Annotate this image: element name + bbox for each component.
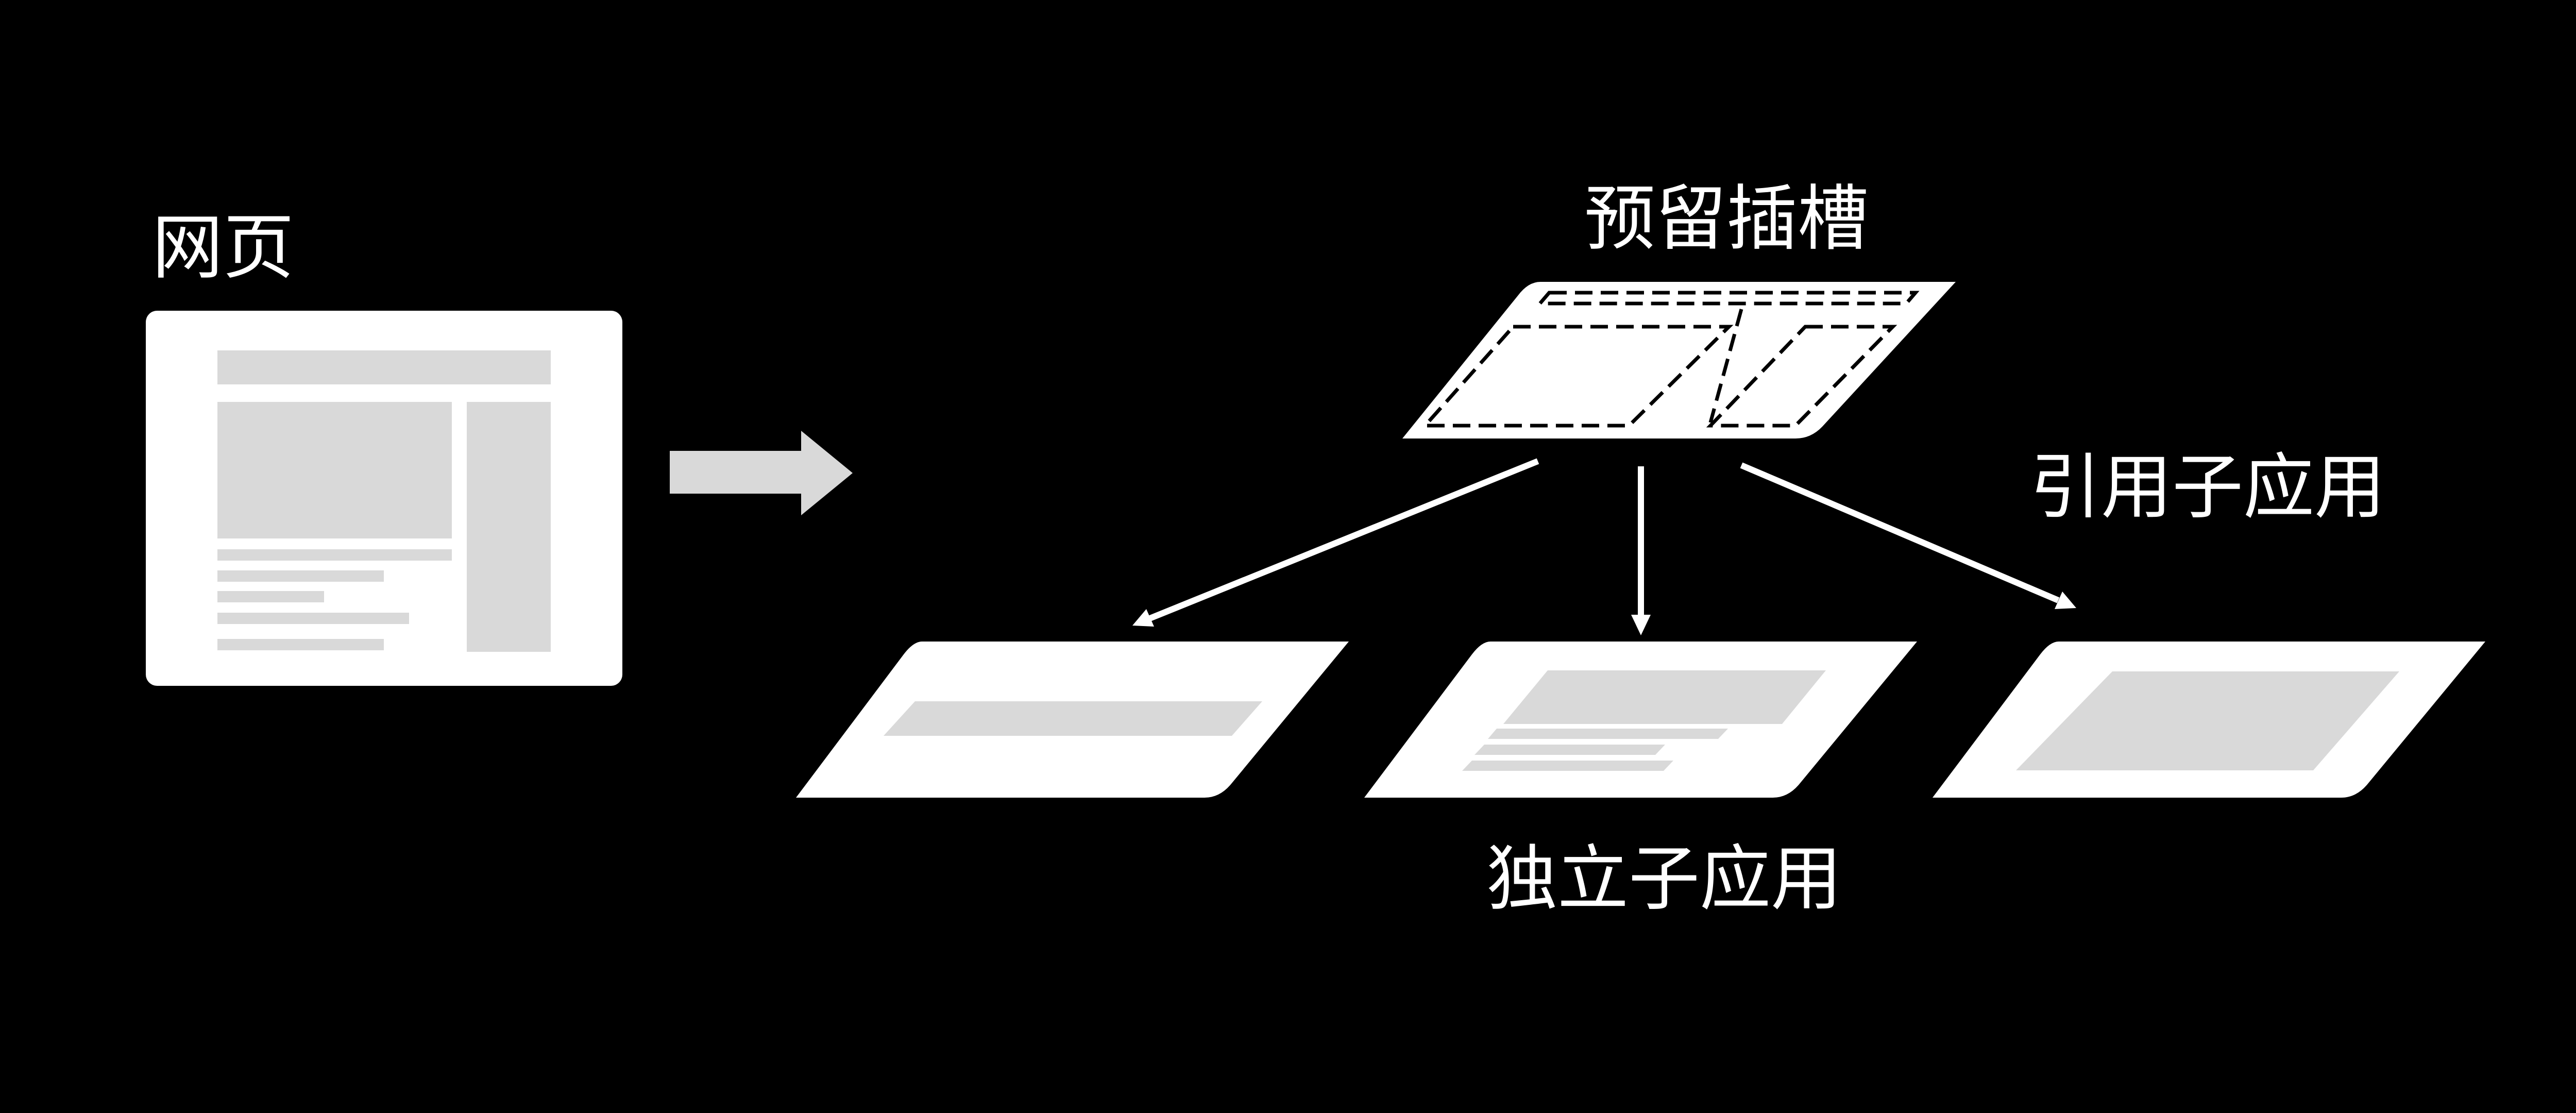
webpage-text-line [217, 549, 452, 561]
webpage-text-line [217, 639, 384, 650]
arrow-to-right-app [1740, 462, 2060, 603]
subapp-middle-text-line [1488, 729, 1728, 739]
arrow-to-right-app-head [2055, 592, 2076, 609]
reserved-slot-panel [1402, 282, 1956, 439]
referenced-subapp-label: 引用子应用 [2030, 446, 2385, 529]
subapp-panel-right [1933, 642, 2485, 798]
subapp-panel-left [796, 642, 1349, 798]
standalone-subapp-label: 独立子应用 [1486, 837, 1842, 920]
webpage-sidebar-block [467, 402, 551, 652]
subapp-middle-text-line [1462, 761, 1673, 771]
subapp-middle-text-line [1475, 745, 1665, 755]
slot-dashed-side [1706, 325, 1897, 428]
subapp-right-content-block [2016, 671, 2399, 770]
webpage-text-line [217, 591, 324, 602]
webpage-header-block [217, 350, 551, 384]
webpage-card [146, 311, 622, 686]
slot-dashed-main [1421, 325, 1734, 428]
webpage-main-block [217, 402, 452, 538]
subapp-left-content-bar [884, 701, 1262, 736]
transform-arrow [670, 431, 853, 515]
reserved-slot-label: 预留插槽 [1584, 177, 1869, 260]
webpage-label: 网页 [152, 206, 294, 289]
slot-dashed-header [1536, 291, 1920, 306]
slot-dashed-divider [1708, 309, 1743, 423]
subapp-panel-middle [1364, 642, 1917, 798]
arrow-to-middle-app-head [1631, 615, 1651, 635]
subapp-middle-content-block [1503, 670, 1826, 724]
slot-frame [1402, 282, 1956, 439]
arrow-to-left-app [1148, 458, 1539, 621]
webpage-text-line [217, 570, 384, 582]
webpage-text-line [217, 613, 409, 624]
arrow-to-left-app-head [1132, 609, 1154, 627]
